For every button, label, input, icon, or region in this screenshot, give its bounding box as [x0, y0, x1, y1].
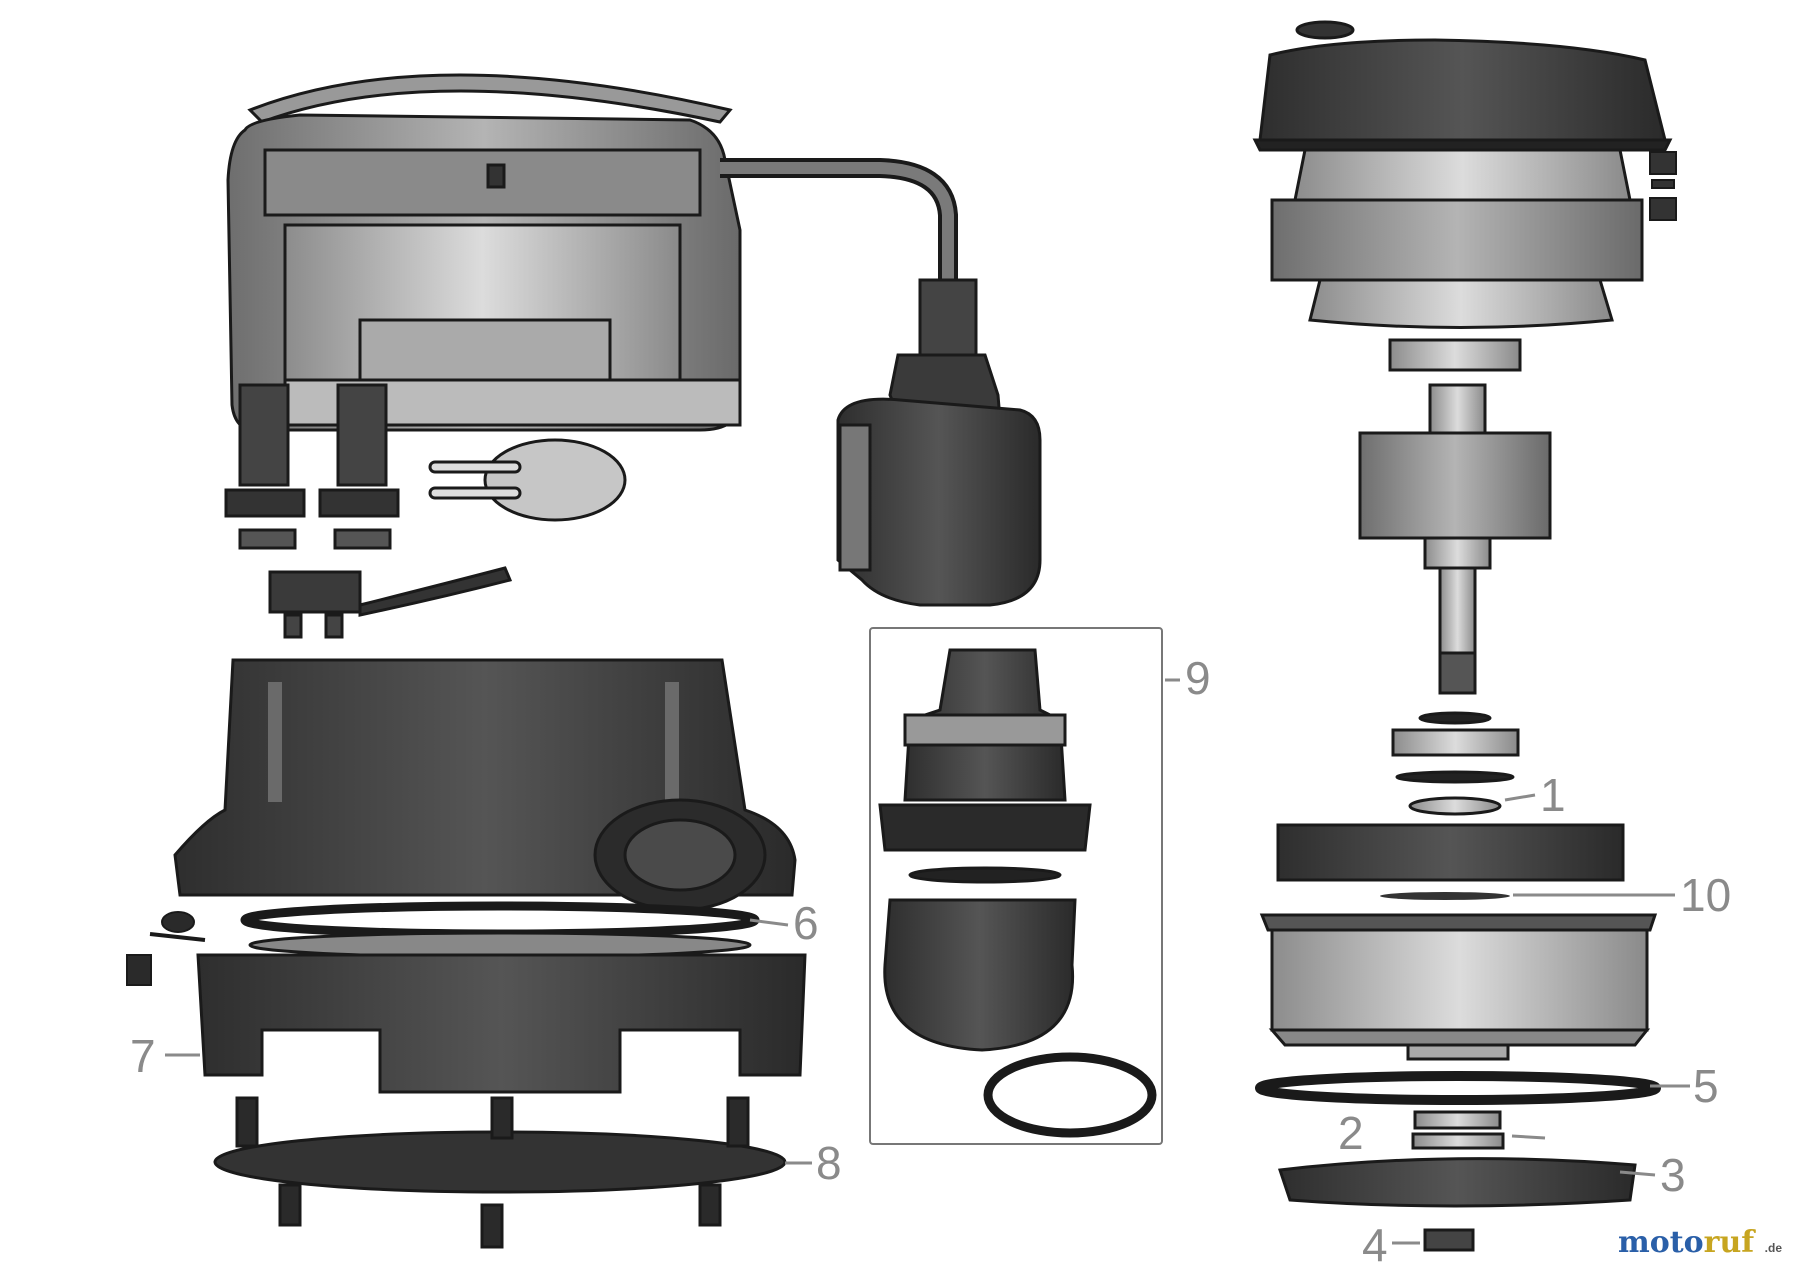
part-4-nut: [1423, 1228, 1475, 1252]
callout-4: 4: [1362, 1219, 1388, 1271]
callout-9: 9: [1185, 652, 1211, 704]
callout-3: 3: [1660, 1149, 1686, 1201]
upper-flange: [1276, 823, 1625, 882]
bearings-and-rings: [1391, 711, 1520, 816]
part-5-seal: [1255, 1071, 1661, 1105]
pump-chamber: [1259, 913, 1658, 1061]
callout-1: 1: [1540, 769, 1566, 821]
callout-10: 10: [1680, 869, 1732, 921]
side-fasteners: [1649, 151, 1677, 221]
logo-suffix: .de: [1764, 1241, 1782, 1255]
rotor-shaft: [1358, 383, 1552, 695]
part-8-bottom-plate: [213, 1096, 787, 1249]
motor-cover: [1252, 20, 1673, 152]
callout-8: 8: [816, 1137, 842, 1189]
pump-housing: [173, 658, 797, 912]
part-2-spacers: [1411, 1110, 1505, 1150]
part-3-impeller: [1277, 1157, 1637, 1208]
motor-housing-top: [226, 73, 742, 432]
power-cord-float-switch: [720, 158, 1042, 607]
part-7-base: [196, 931, 807, 1094]
small-fasteners: [126, 911, 206, 986]
logo-main: motoruf: [1618, 1225, 1755, 1260]
stator: [1270, 148, 1644, 372]
callout-leaders: [165, 678, 1690, 1245]
part-9-outlet-group: [869, 627, 1163, 1145]
motoruf-logo: motoruf .de: [1618, 1225, 1782, 1260]
part-6-seal-ring: [240, 901, 760, 939]
part-10-o-ring: [1380, 892, 1510, 900]
callout-5: 5: [1693, 1060, 1719, 1112]
callout-6: 6: [793, 897, 819, 949]
callout-7: 7: [130, 1030, 156, 1082]
callout-2: 2: [1338, 1107, 1364, 1159]
motor-posts-and-capacitor: [224, 383, 627, 639]
